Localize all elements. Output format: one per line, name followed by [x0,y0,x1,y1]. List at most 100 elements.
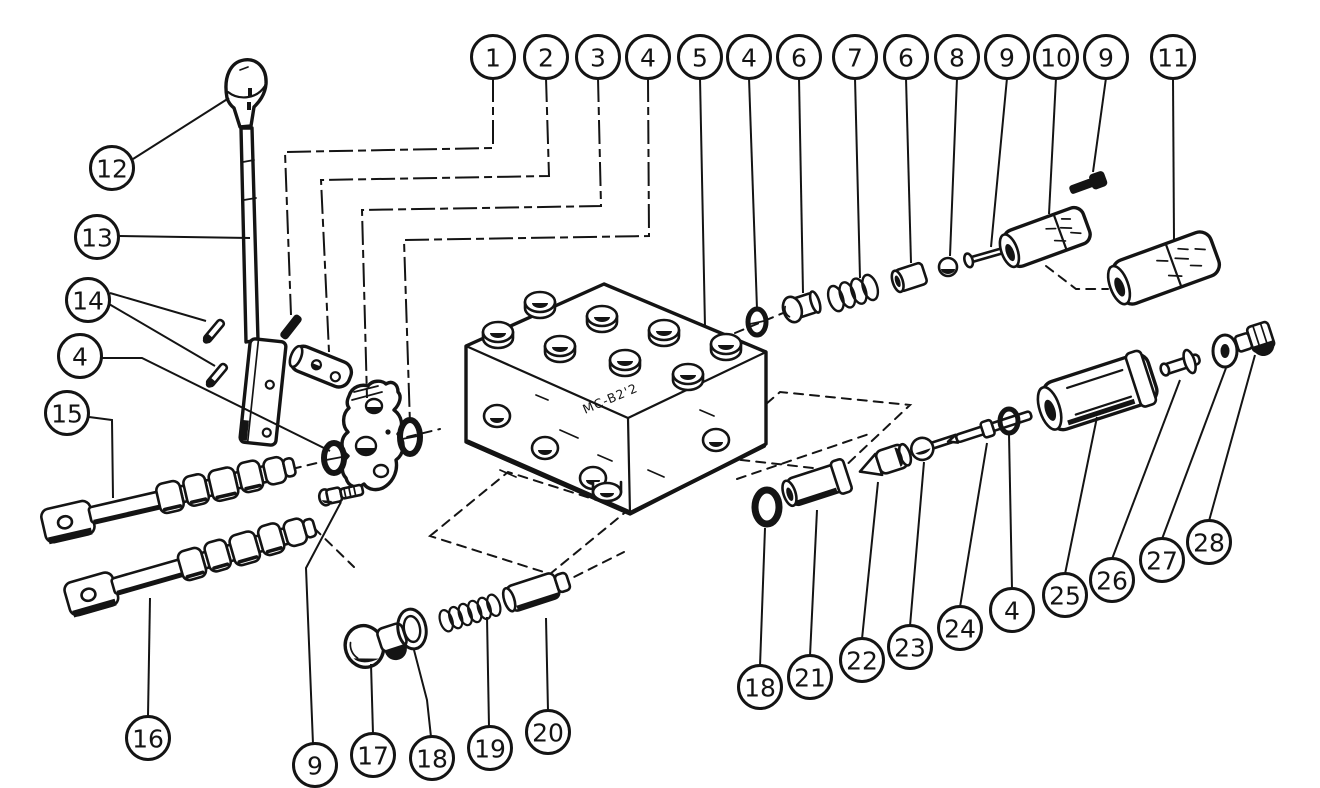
callout-6: 6 [883,34,929,80]
callout-number: 13 [81,224,113,253]
callout-number: 6 [898,44,914,73]
port-boss [585,304,619,334]
callout-9: 9 [292,742,338,788]
callout-number: 9 [999,44,1015,73]
part-18-o-ring [751,486,783,528]
leader-line-20 [545,617,549,712]
callout-number: 26 [1096,567,1128,596]
callout-number: 20 [532,719,564,748]
leader-line-19 [486,616,490,728]
port-boss [671,362,705,392]
leader-line-3 [360,77,603,399]
callout-10: 10 [1033,34,1079,80]
callout-number: 4 [72,343,88,372]
part-1-roll-pin [280,314,302,340]
part-18-washer [396,607,428,651]
leader-line-7 [854,77,861,279]
part-22-poppet [858,442,913,477]
callout-20: 20 [525,709,571,755]
callout-28: 28 [1186,519,1232,565]
callout-8: 8 [934,34,980,80]
leader-line-13 [118,235,251,239]
part-21-sleeve [781,457,853,508]
part-9-bolt [1069,171,1108,194]
leader-line-14 [109,292,207,322]
callout-number: 18 [416,745,448,774]
callout-number: 10 [1040,44,1072,73]
lever-lower-link [238,337,288,447]
part-9-screw [317,483,365,507]
leader-line-25 [1064,416,1098,575]
callout-7: 7 [832,34,878,80]
part-12-lever-knob [224,58,268,129]
callout-number: 24 [944,615,976,644]
leader-line-24 [959,442,988,608]
callout-4: 4 [625,34,671,80]
leader-line-22 [861,481,879,640]
callout-9: 9 [1083,34,1129,80]
callout-5: 5 [677,34,723,80]
callout-number: 19 [474,735,506,764]
leader-line-14 [108,303,216,367]
callout-number: 21 [794,664,826,693]
leader-line-16 [147,597,151,717]
callout-number: 22 [846,647,878,676]
part-27-washer [1211,333,1239,369]
leader-line-15 [88,416,114,499]
callout-number: 25 [1049,582,1081,611]
leader-line-5 [699,77,706,328]
callout-6: 6 [776,34,822,80]
leader-line-18 [413,649,432,738]
callout-number: 1 [485,44,501,73]
callout-number: 16 [132,725,164,754]
part-24-stem [946,410,1033,444]
callout-number: 5 [692,44,708,73]
callout-number: 15 [51,400,83,429]
port-boss-front [701,427,731,453]
callout-4: 4 [989,587,1035,633]
leader-line-6 [905,77,912,264]
callout-25: 25 [1042,572,1088,618]
callout-19: 19 [467,725,513,771]
callout-number: 4 [1004,597,1020,626]
callout-number: 4 [640,44,656,73]
leader-line-4 [101,357,331,452]
leader-line-6 [798,77,804,294]
part-23-ball-stem [909,433,961,462]
part-3-yoke [340,379,405,492]
part-2-pivot-block [288,344,354,389]
callout-4: 4 [57,333,103,379]
leader-line-4 [748,77,758,310]
port-boss [647,318,681,348]
part-11-cartridge [1106,230,1222,306]
part-19-spring [438,593,502,633]
leader-line-9 [304,501,342,745]
callout-number: 4 [741,44,757,73]
part-4-o-ring-top [745,306,769,338]
port-boss [709,332,743,362]
port-boss [481,320,515,350]
leader-line-8 [949,77,958,257]
callout-24: 24 [937,605,983,651]
port-boss [523,290,557,320]
part-16-valve-spool [60,510,323,620]
callout-14: 14 [65,277,111,323]
callout-13: 13 [74,214,120,260]
leader-line-4 [1008,433,1013,590]
part-8-ball [937,256,959,278]
part-28-hex-plug [1233,320,1276,357]
callout-number: 23 [894,634,926,663]
leader-line-4 [402,77,651,425]
callout-21: 21 [787,654,833,700]
callout-26: 26 [1089,557,1135,603]
part-4-o-ring-stem [997,406,1021,436]
part-6-plug [781,290,822,324]
callout-17: 17 [350,732,396,778]
callout-1: 1 [470,34,516,80]
part-26-pin [1159,348,1201,377]
callout-12: 12 [89,145,135,191]
leader-line-9 [990,77,1008,248]
part-4-o-ring-yoke [397,417,423,457]
